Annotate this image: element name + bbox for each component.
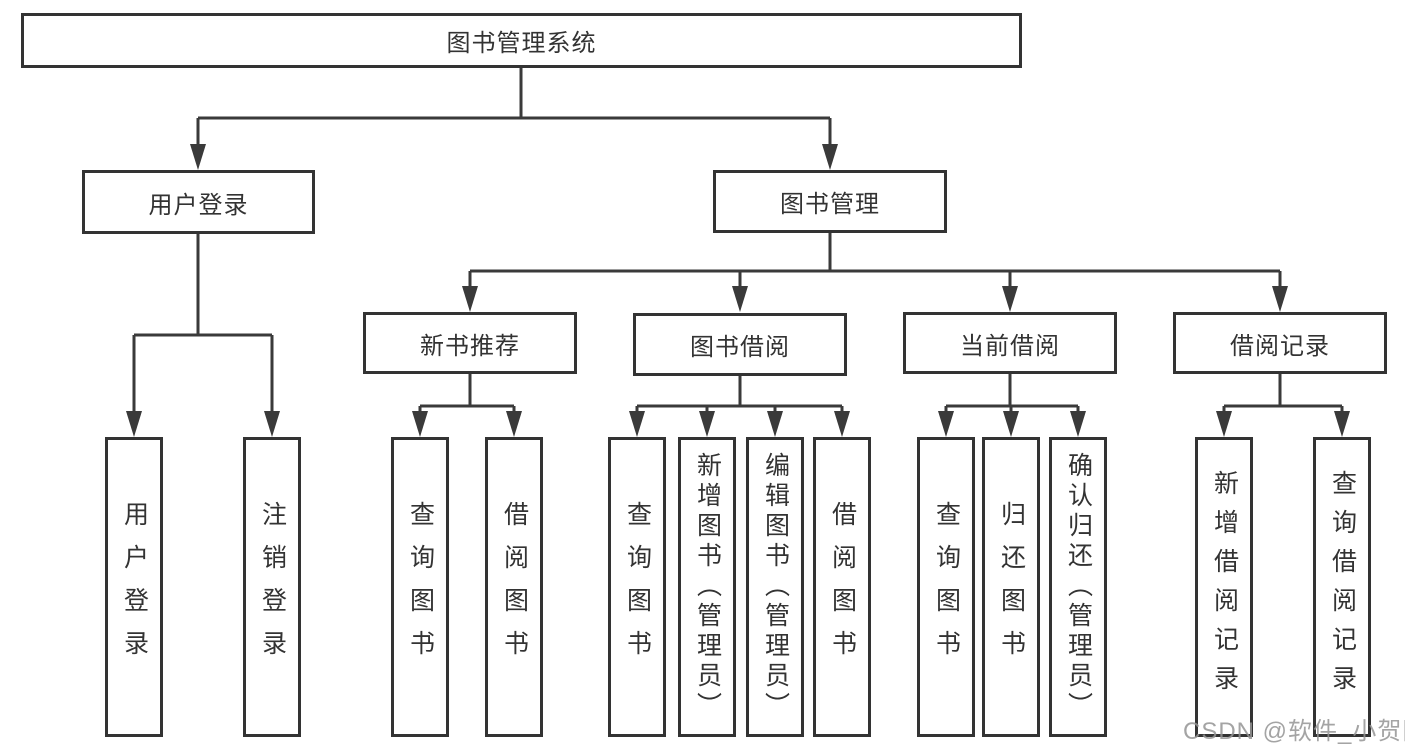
leaf-label: 新增借阅记录 bbox=[1210, 470, 1239, 704]
arrowheads bbox=[126, 144, 1350, 437]
leaf-node: 查询图书 bbox=[391, 437, 449, 737]
leaf-node: 新增图书（管理员） bbox=[678, 437, 736, 737]
leaf-node: 借阅图书 bbox=[485, 437, 543, 737]
group-node-new-book-recommend: 新书推荐 bbox=[363, 312, 577, 374]
group-node-label: 图书借阅 bbox=[690, 334, 790, 361]
root-node: 图书管理系统 bbox=[21, 13, 1022, 68]
branch-node-book-management: 图书管理 bbox=[713, 170, 947, 233]
leaf-label: 查询图书 bbox=[623, 501, 652, 673]
leaf-node: 借阅图书 bbox=[813, 437, 871, 737]
leaf-label: 借阅图书 bbox=[828, 501, 857, 673]
leaf-label: 查询图书 bbox=[932, 501, 961, 673]
root-node-label: 图书管理系统 bbox=[446, 30, 597, 57]
branch-node-user-login: 用户登录 bbox=[82, 170, 315, 234]
group-node-book-borrow: 图书借阅 bbox=[633, 313, 847, 376]
leaf-node: 注销登录 bbox=[243, 437, 301, 737]
leaf-node: 查询图书 bbox=[608, 437, 666, 737]
group-node-label: 新书推荐 bbox=[420, 332, 520, 360]
leaf-node: 新增借阅记录 bbox=[1195, 437, 1253, 737]
group-node-borrow-record: 借阅记录 bbox=[1173, 312, 1387, 374]
leaf-label: 借阅图书 bbox=[500, 501, 529, 673]
leaf-node: 确认归还（管理员） bbox=[1049, 437, 1107, 737]
branch-node-label: 用户登录 bbox=[148, 191, 249, 219]
group-node-current-borrow: 当前借阅 bbox=[903, 312, 1117, 374]
leaf-label: 编辑图书（管理员） bbox=[761, 452, 790, 722]
leaf-label: 新增图书（管理员） bbox=[693, 452, 722, 722]
watermark-text: CSDN @软件_小贺同学 bbox=[1183, 718, 1405, 745]
leaf-node: 查询借阅记录 bbox=[1313, 437, 1371, 737]
leaf-label: 归还图书 bbox=[997, 501, 1026, 673]
leaf-node: 查询图书 bbox=[917, 437, 975, 737]
leaf-label: 查询借阅记录 bbox=[1328, 470, 1357, 704]
leaf-label: 确认归还（管理员） bbox=[1064, 452, 1093, 722]
leaf-node: 编辑图书（管理员） bbox=[746, 437, 804, 737]
leaf-label: 用户登录 bbox=[120, 501, 149, 673]
leaf-label: 查询图书 bbox=[406, 501, 435, 673]
leaf-label: 注销登录 bbox=[258, 501, 287, 673]
group-node-label: 借阅记录 bbox=[1230, 332, 1330, 360]
leaf-node: 归还图书 bbox=[982, 437, 1040, 737]
leaf-node: 用户登录 bbox=[105, 437, 163, 737]
group-node-label: 当前借阅 bbox=[960, 332, 1060, 360]
branch-node-label: 图书管理 bbox=[780, 191, 880, 218]
